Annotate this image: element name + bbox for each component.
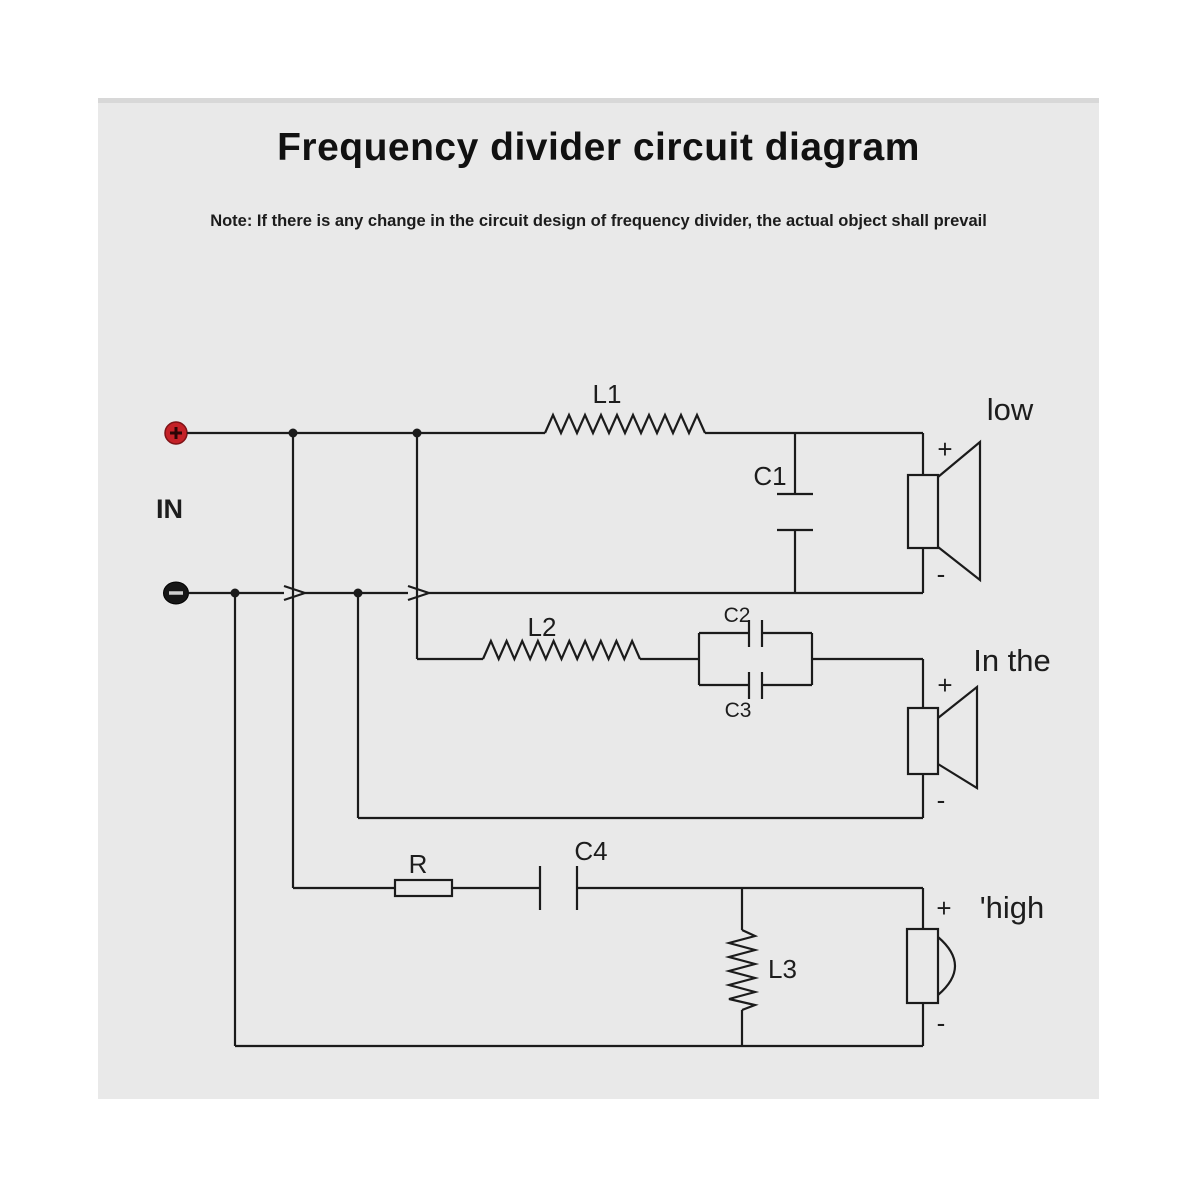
plus-terminal-icon <box>170 427 182 439</box>
low-plus-label: + <box>937 434 952 464</box>
l1-label: L1 <box>593 379 622 409</box>
high-minus-label: - <box>937 1008 946 1038</box>
low-speaker-icon <box>906 433 982 593</box>
l3-inductor: L3 <box>724 888 797 1046</box>
wire-crossover-icon <box>283 584 306 602</box>
c3-label: C3 <box>725 699 752 722</box>
low-speaker-label: low <box>987 392 1034 427</box>
l2-inductor: L2 <box>481 612 642 662</box>
r-resistor: R <box>293 849 540 898</box>
high-speaker-label: 'high <box>980 890 1045 925</box>
high-speaker-icon <box>905 888 956 1046</box>
c1-label: C1 <box>753 461 786 491</box>
input-label: IN <box>156 494 183 524</box>
minus-rail-wire <box>189 584 923 602</box>
c4-label: C4 <box>574 836 607 866</box>
mid-minus-label: - <box>937 785 946 815</box>
low-minus-label: - <box>937 559 946 589</box>
input-terminal-minus <box>163 581 189 605</box>
c2-c3-parallel-capacitors: C2 C3 <box>640 604 923 722</box>
l3-label: L3 <box>768 954 797 984</box>
plus-rail-wire <box>187 428 923 438</box>
l2-label: L2 <box>528 612 557 642</box>
wire-crossover-icon <box>407 584 430 602</box>
mid-plus-label: + <box>937 670 952 700</box>
mid-speaker-icon <box>358 659 979 820</box>
branch-wires <box>233 433 483 1046</box>
r-label: R <box>409 849 428 879</box>
page-title: Frequency divider circuit diagram <box>277 126 920 169</box>
c1-capacitor: C1 <box>753 433 813 593</box>
c4-capacitor: C4 <box>538 836 923 910</box>
input-terminal-plus <box>164 421 188 445</box>
high-plus-label: + <box>936 893 951 923</box>
diagram-panel <box>98 98 1099 1099</box>
note-text: Note: If there is any change in the circ… <box>210 212 987 230</box>
c2-label: C2 <box>724 604 751 627</box>
l1-inductor: L1 <box>543 379 707 436</box>
mid-speaker-label: In the <box>973 643 1051 678</box>
